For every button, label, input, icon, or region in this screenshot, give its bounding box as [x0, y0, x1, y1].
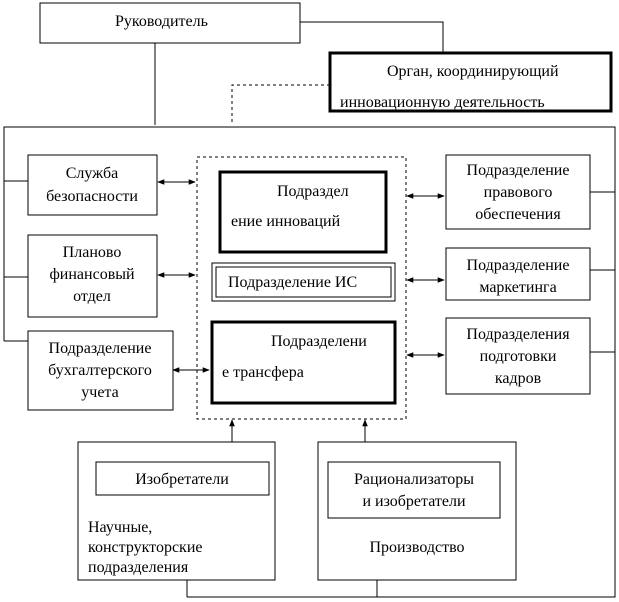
- svg-text:безопасности: безопасности: [46, 188, 138, 205]
- node-legal: Подразделение правового обеспечения: [445, 154, 591, 230]
- svg-text:Изобретатели: Изобретатели: [135, 471, 229, 488]
- svg-text:учета: учета: [81, 384, 118, 401]
- node-science-line-3: подразделения: [88, 559, 189, 576]
- node-innovations-line-1: Подраздел: [277, 183, 349, 200]
- node-security: Служба безопасности: [27, 154, 158, 216]
- svg-text:конструкторские: конструкторские: [88, 539, 202, 556]
- connectors: [3, 21, 616, 598]
- svg-text:маркетинга: маркетинга: [479, 279, 556, 296]
- node-head: Руководитель: [39, 2, 301, 44]
- node-security-line-1: Служба: [66, 165, 119, 182]
- svg-text:Подразделение: Подразделение: [467, 162, 570, 179]
- node-transfer-line-1: Подразделени: [271, 333, 367, 350]
- svg-text:Служба: Служба: [66, 165, 119, 182]
- connector-head-to-coordinator: [300, 21, 444, 53]
- node-finance: Планово финансовый отдел: [27, 234, 158, 318]
- node-legal-line-3: обеспечения: [475, 206, 561, 223]
- node-science-line-1: Научные,: [88, 519, 152, 536]
- node-finance-line-2: финансовый: [49, 266, 135, 283]
- svg-text:финансовый: финансовый: [49, 266, 135, 283]
- frame-top: [3, 126, 616, 598]
- node-marketing-line-1: Подразделение: [467, 257, 570, 274]
- svg-text:ение инноваций: ение инноваций: [231, 213, 341, 230]
- node-marketing-line-2: маркетинга: [479, 279, 556, 296]
- svg-text:подготовки: подготовки: [480, 348, 557, 365]
- node-legal-line-1: Подразделение: [467, 162, 570, 179]
- connector-coordinator-to-frame-dashed: [231, 84, 330, 125]
- node-marketing: Подразделение маркетинга: [445, 247, 591, 301]
- node-rationalizers: Рационализаторы и изобретатели: [327, 461, 501, 519]
- svg-text:Подразделения: Подразделения: [466, 326, 570, 343]
- node-transfer-line-2: е трансфера: [222, 364, 304, 381]
- svg-text:отдел: отдел: [73, 288, 111, 305]
- svg-text:Подразделение: Подразделение: [467, 257, 570, 274]
- node-training-line-1: Подразделения: [466, 326, 570, 343]
- svg-text:Планово: Планово: [63, 244, 122, 261]
- node-inventors-line-1: Изобретатели: [135, 471, 229, 488]
- node-training-line-2: подготовки: [480, 348, 557, 365]
- node-transfer: Подразделени е трансфера: [210, 320, 397, 405]
- svg-text:Подразделение: Подразделение: [49, 340, 152, 357]
- node-finance-line-1: Планово: [63, 244, 122, 261]
- node-rationalizers-line-2: и изобретатели: [362, 493, 466, 510]
- svg-text:Подразделени: Подразделени: [271, 333, 367, 350]
- node-training: Подразделения подготовки кадров: [445, 317, 591, 395]
- svg-text:подразделения: подразделения: [88, 559, 189, 576]
- node-inventors: Изобретатели: [95, 461, 270, 496]
- node-accounting-line-3: учета: [81, 384, 118, 401]
- node-training-line-3: кадров: [495, 370, 542, 387]
- svg-text:Научные,: Научные,: [88, 519, 152, 536]
- node-rationalizers-line-1: Рационализаторы: [354, 471, 474, 488]
- node-is-line-1: Подразделение ИС: [228, 274, 357, 291]
- node-accounting-line-1: Подразделение: [49, 340, 152, 357]
- node-innovations: Подраздел ение инноваций: [218, 170, 388, 254]
- node-is: Подразделение ИС: [211, 262, 396, 302]
- svg-text:Производство: Производство: [369, 539, 464, 556]
- node-security-line-2: безопасности: [46, 188, 138, 205]
- svg-text:и изобретатели: и изобретатели: [362, 493, 466, 510]
- core-group-frame: [196, 156, 407, 420]
- svg-text:Рационализаторы: Рационализаторы: [354, 471, 474, 488]
- svg-text:обеспечения: обеспечения: [475, 206, 561, 223]
- node-coordinator-line-2: инновационную деятельность: [340, 94, 545, 111]
- svg-text:инновационную деятельность: инновационную деятельность: [340, 94, 545, 111]
- node-coordinator-line-1: Орган, координирующий: [387, 63, 559, 80]
- svg-text:правового: правового: [484, 184, 553, 201]
- node-accounting: Подразделение бухгалтерского учета: [27, 330, 174, 411]
- node-finance-line-3: отдел: [73, 288, 111, 305]
- svg-text:бухгалтерского: бухгалтерского: [48, 362, 152, 379]
- svg-text:Орган, координирующий: Орган, координирующий: [387, 63, 559, 80]
- node-coordinator: Орган, координирующий инновационную деят…: [328, 51, 613, 113]
- node-head-line-1: Руководитель: [115, 13, 208, 30]
- svg-text:Подраздел: Подраздел: [277, 183, 349, 200]
- svg-text:Подразделение ИС: Подразделение ИС: [228, 274, 357, 291]
- node-science-line-2: конструкторские: [88, 539, 202, 556]
- svg-text:е трансфера: е трансфера: [222, 364, 304, 381]
- arrows: [157, 179, 445, 463]
- svg-text:кадров: кадров: [495, 370, 542, 387]
- node-legal-line-2: правового: [484, 184, 553, 201]
- svg-text:Руководитель: Руководитель: [115, 13, 208, 30]
- node-accounting-line-2: бухгалтерского: [48, 362, 152, 379]
- node-innovations-line-2: ение инноваций: [231, 213, 341, 230]
- node-production-line-1: Производство: [369, 539, 464, 556]
